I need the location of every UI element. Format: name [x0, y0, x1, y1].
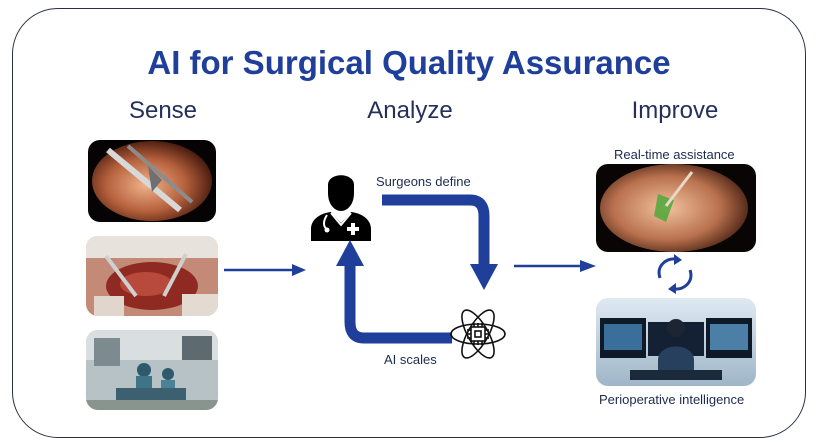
real-time-assistance-label: Real-time assistance — [614, 147, 735, 162]
column-heading-improve: Improve — [631, 97, 719, 124]
ai-scales-label: AI scales — [384, 352, 437, 367]
analyze-cycle-arrows — [336, 194, 498, 344]
perioperative-intelligence-label: Perioperative intelligence — [599, 392, 745, 407]
slide-title: AI for Surgical Quality Assurance — [147, 44, 671, 81]
refresh-cycle-icon — [657, 254, 693, 294]
open-surgery-image — [86, 236, 218, 316]
endoscopic-video-image — [88, 140, 216, 222]
operating-room-image — [86, 330, 218, 410]
sense-to-analyze-arrow — [224, 264, 306, 276]
slide-frame — [12, 8, 806, 438]
surgeon-icon — [311, 175, 371, 241]
analyze-to-improve-arrow — [514, 260, 596, 272]
perioperative-intelligence-image — [596, 298, 756, 386]
surgeons-define-label: Surgeons define — [376, 174, 471, 189]
column-heading-sense: Sense — [128, 97, 198, 124]
real-time-assistance-image — [596, 164, 756, 252]
column-heading-analyze: Analyze — [367, 97, 453, 124]
ai-atom-chip-icon — [450, 309, 506, 359]
